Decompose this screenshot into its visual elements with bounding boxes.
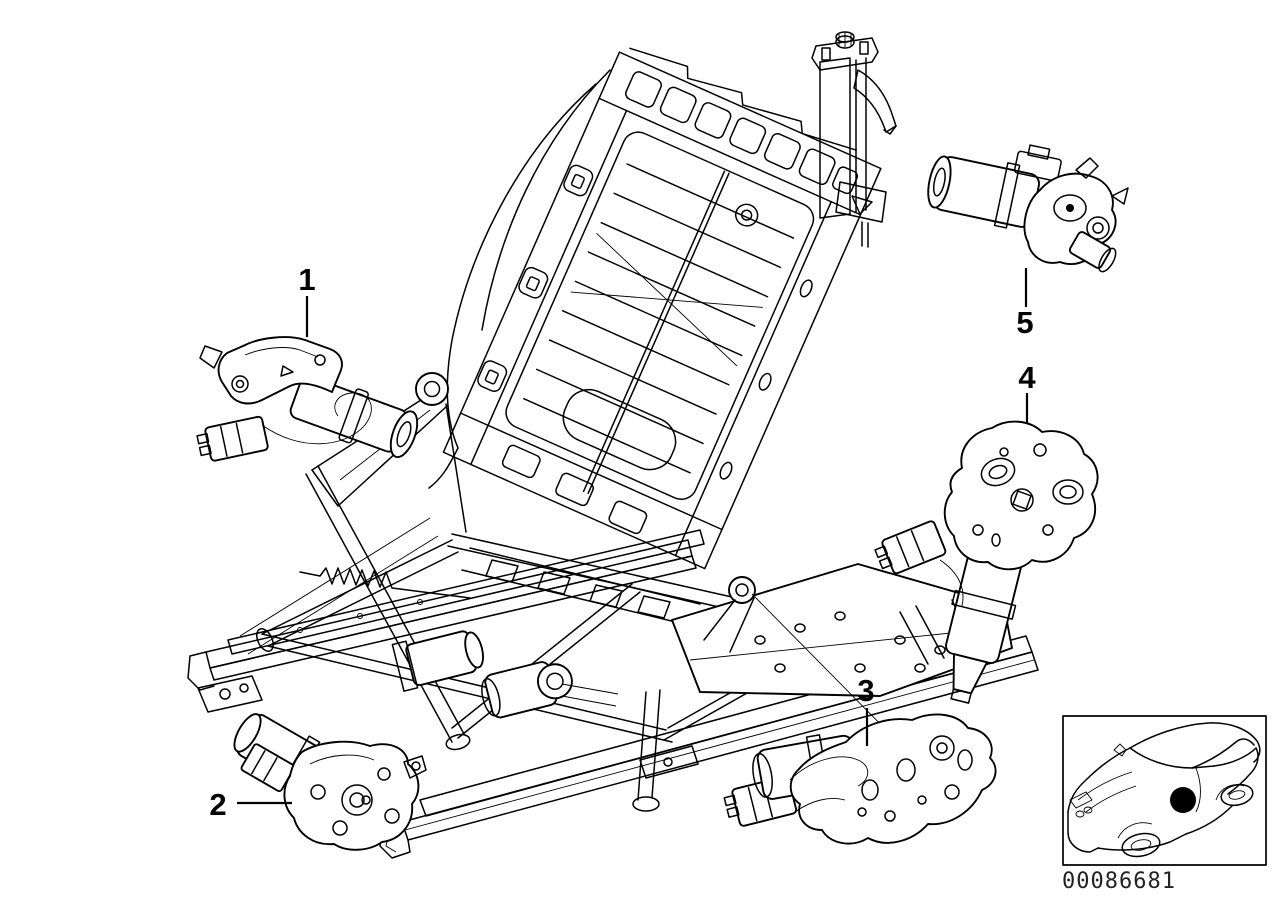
callout-5: 5 bbox=[1016, 268, 1034, 340]
drive-motor-1 bbox=[196, 336, 419, 462]
image-number: 00086681 bbox=[1062, 869, 1176, 894]
callout-2: 2 bbox=[209, 787, 292, 822]
rear-wheel bbox=[1220, 783, 1254, 807]
callout-1: 1 bbox=[298, 262, 316, 337]
callout-2-label: 2 bbox=[209, 787, 226, 822]
drive-motor-2 bbox=[233, 713, 427, 851]
height-adjuster-spring bbox=[299, 567, 471, 599]
backrest-lumbar-grid bbox=[523, 163, 795, 495]
headrest-guide-column bbox=[811, 31, 897, 248]
seat-base-frame bbox=[187, 372, 1039, 859]
car-box-frame bbox=[1062, 715, 1267, 866]
locator-line-part2 bbox=[239, 517, 431, 637]
callout-4: 4 bbox=[1018, 360, 1036, 424]
locator-line-part3 bbox=[751, 593, 901, 745]
seat-pan bbox=[256, 372, 1013, 812]
backrest-side-bolster bbox=[428, 69, 611, 489]
callout-4-label: 4 bbox=[1018, 360, 1036, 395]
callout-3-label: 3 bbox=[857, 673, 874, 708]
locator-line-part2b bbox=[247, 535, 439, 655]
car-outline-icon bbox=[1067, 722, 1261, 858]
center-drive-spindle bbox=[391, 630, 619, 719]
callout-5-label: 5 bbox=[1016, 305, 1033, 340]
callout-1-label: 1 bbox=[298, 262, 315, 297]
drive-motor-3 bbox=[723, 713, 997, 845]
front-wheel bbox=[1121, 832, 1161, 858]
car-location-box bbox=[1062, 715, 1267, 866]
seat-location-dot bbox=[1170, 787, 1196, 813]
drive-motor-4 bbox=[874, 420, 1099, 704]
seat-backrest-frame bbox=[442, 47, 882, 570]
drive-motor-5 bbox=[927, 144, 1129, 273]
callout-3: 3 bbox=[857, 673, 875, 746]
